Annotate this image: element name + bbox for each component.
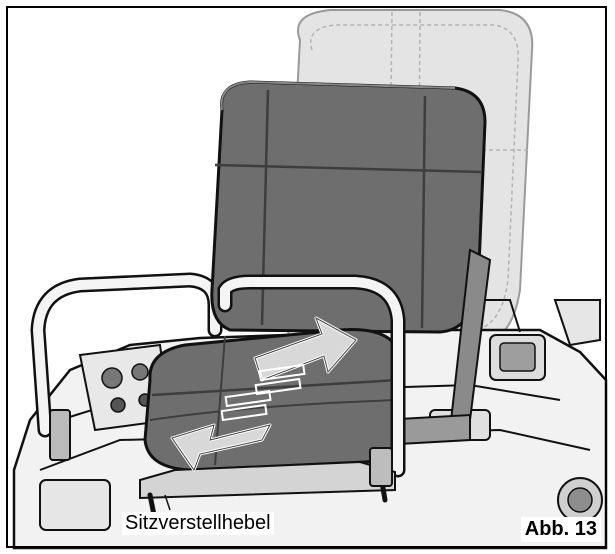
arrow-up-right-icon bbox=[253, 316, 358, 396]
leader-line bbox=[164, 494, 171, 511]
arrow-down-left-icon bbox=[170, 389, 272, 472]
knob-icon bbox=[101, 367, 123, 389]
lever-label: Sitzverstellhebel bbox=[122, 512, 274, 535]
seat-back bbox=[210, 80, 487, 334]
knob-icon bbox=[110, 397, 126, 413]
right-armrest bbox=[217, 274, 406, 478]
knob-icon bbox=[131, 363, 149, 381]
seat-adjustment-lever bbox=[139, 447, 396, 523]
figure-number: Abb. 13 bbox=[520, 517, 601, 542]
